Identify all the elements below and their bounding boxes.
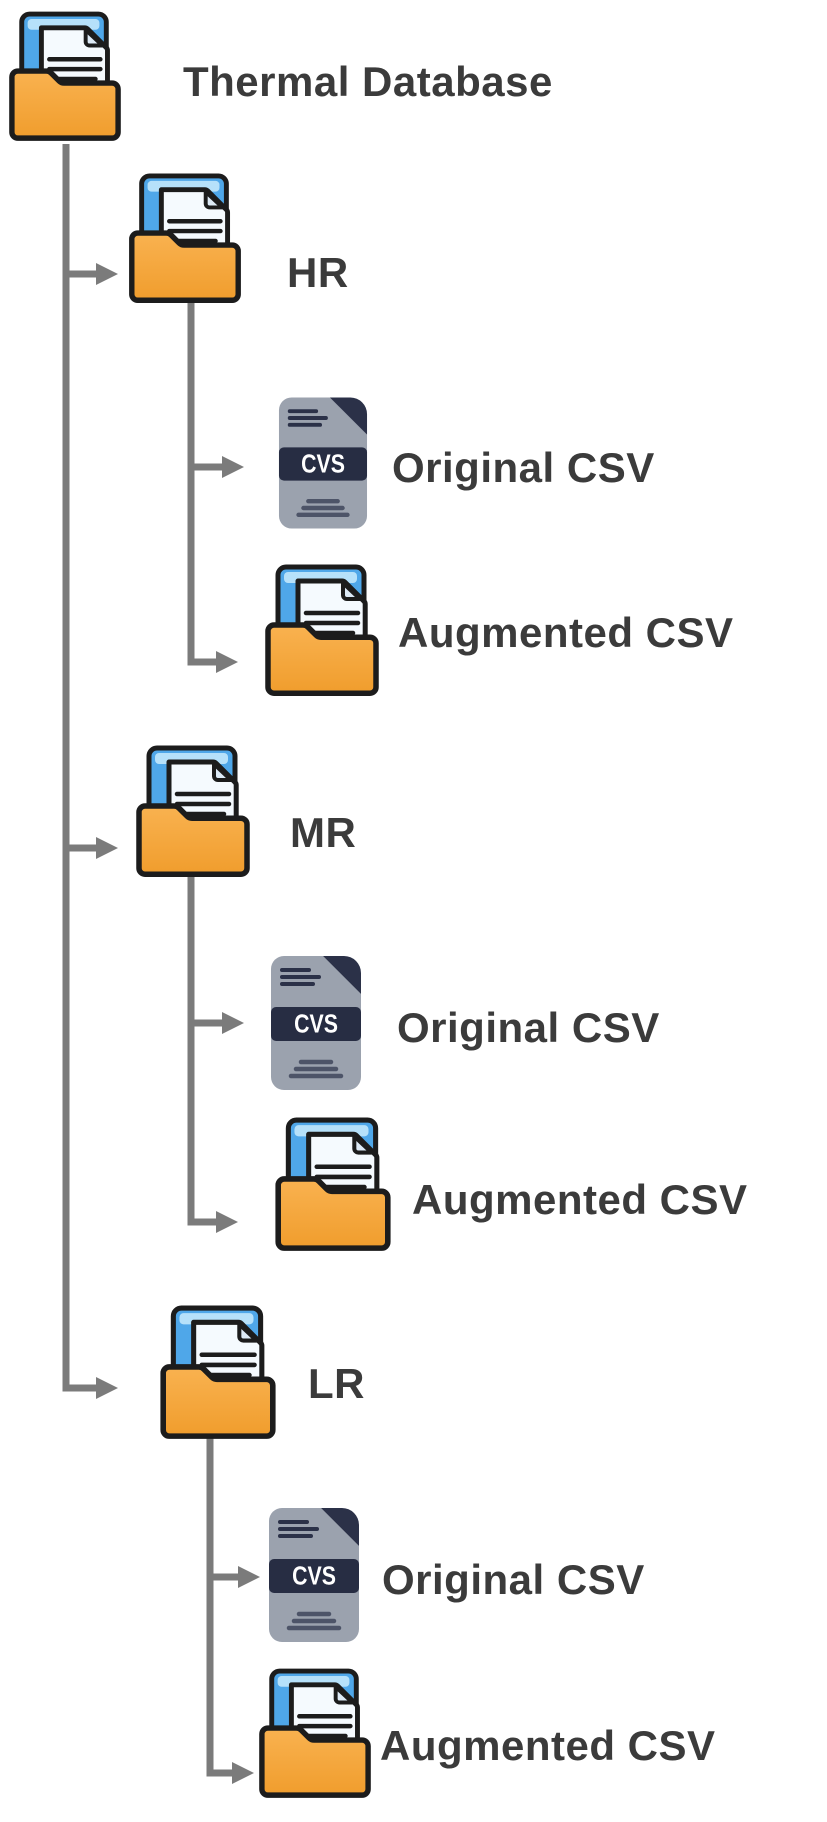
arrowhead-mr — [96, 837, 118, 859]
label-lr: LR — [308, 1360, 365, 1407]
label-mr-augmented-csv: Augmented CSV — [412, 1176, 748, 1223]
csv-file-icon-hr-original: CVS — [278, 396, 368, 530]
connector-lr-trunk — [206, 1438, 232, 1777]
label-mr: MR — [290, 809, 357, 856]
csv-badge-text: CVS — [301, 448, 345, 479]
connector-root-trunk — [62, 144, 96, 1392]
arrowhead-hr — [96, 263, 118, 285]
arrowhead-lr-original — [238, 1566, 260, 1588]
connector-hr-trunk — [187, 298, 216, 666]
arrowhead-mr-original — [222, 1012, 244, 1034]
csv-badge-text: CVS — [294, 1008, 338, 1039]
label-thermal-database: Thermal Database — [183, 58, 553, 105]
folder-documents-icon-mr — [131, 742, 255, 878]
arrowhead-hr-augmented — [216, 651, 238, 673]
label-hr: HR — [287, 249, 349, 296]
label-lr-augmented-csv: Augmented CSV — [380, 1722, 716, 1769]
folder-documents-icon-lr-augmented — [256, 1664, 374, 1800]
csv-badge-text: CVS — [292, 1560, 336, 1591]
folder-documents-icon-root — [6, 8, 124, 142]
label-hr-augmented-csv: Augmented CSV — [398, 609, 734, 656]
folder-documents-icon-lr — [156, 1302, 280, 1440]
csv-file-icon-mr-original: CVS — [270, 955, 362, 1091]
folder-documents-icon-hr-augmented — [262, 561, 382, 697]
label-mr-original-csv: Original CSV — [397, 1004, 660, 1051]
arrowhead-lr — [96, 1377, 118, 1399]
folder-documents-icon-hr — [125, 170, 245, 304]
arrowhead-lr-augmented — [232, 1762, 254, 1784]
label-hr-original-csv: Original CSV — [392, 444, 655, 491]
label-lr-original-csv: Original CSV — [382, 1556, 645, 1603]
arrowhead-hr-original — [222, 456, 244, 478]
connector-mr-trunk — [187, 876, 216, 1226]
csv-file-icon-lr-original: CVS — [268, 1507, 360, 1643]
folder-documents-icon-mr-augmented — [272, 1114, 394, 1252]
arrowhead-mr-augmented — [216, 1211, 238, 1233]
